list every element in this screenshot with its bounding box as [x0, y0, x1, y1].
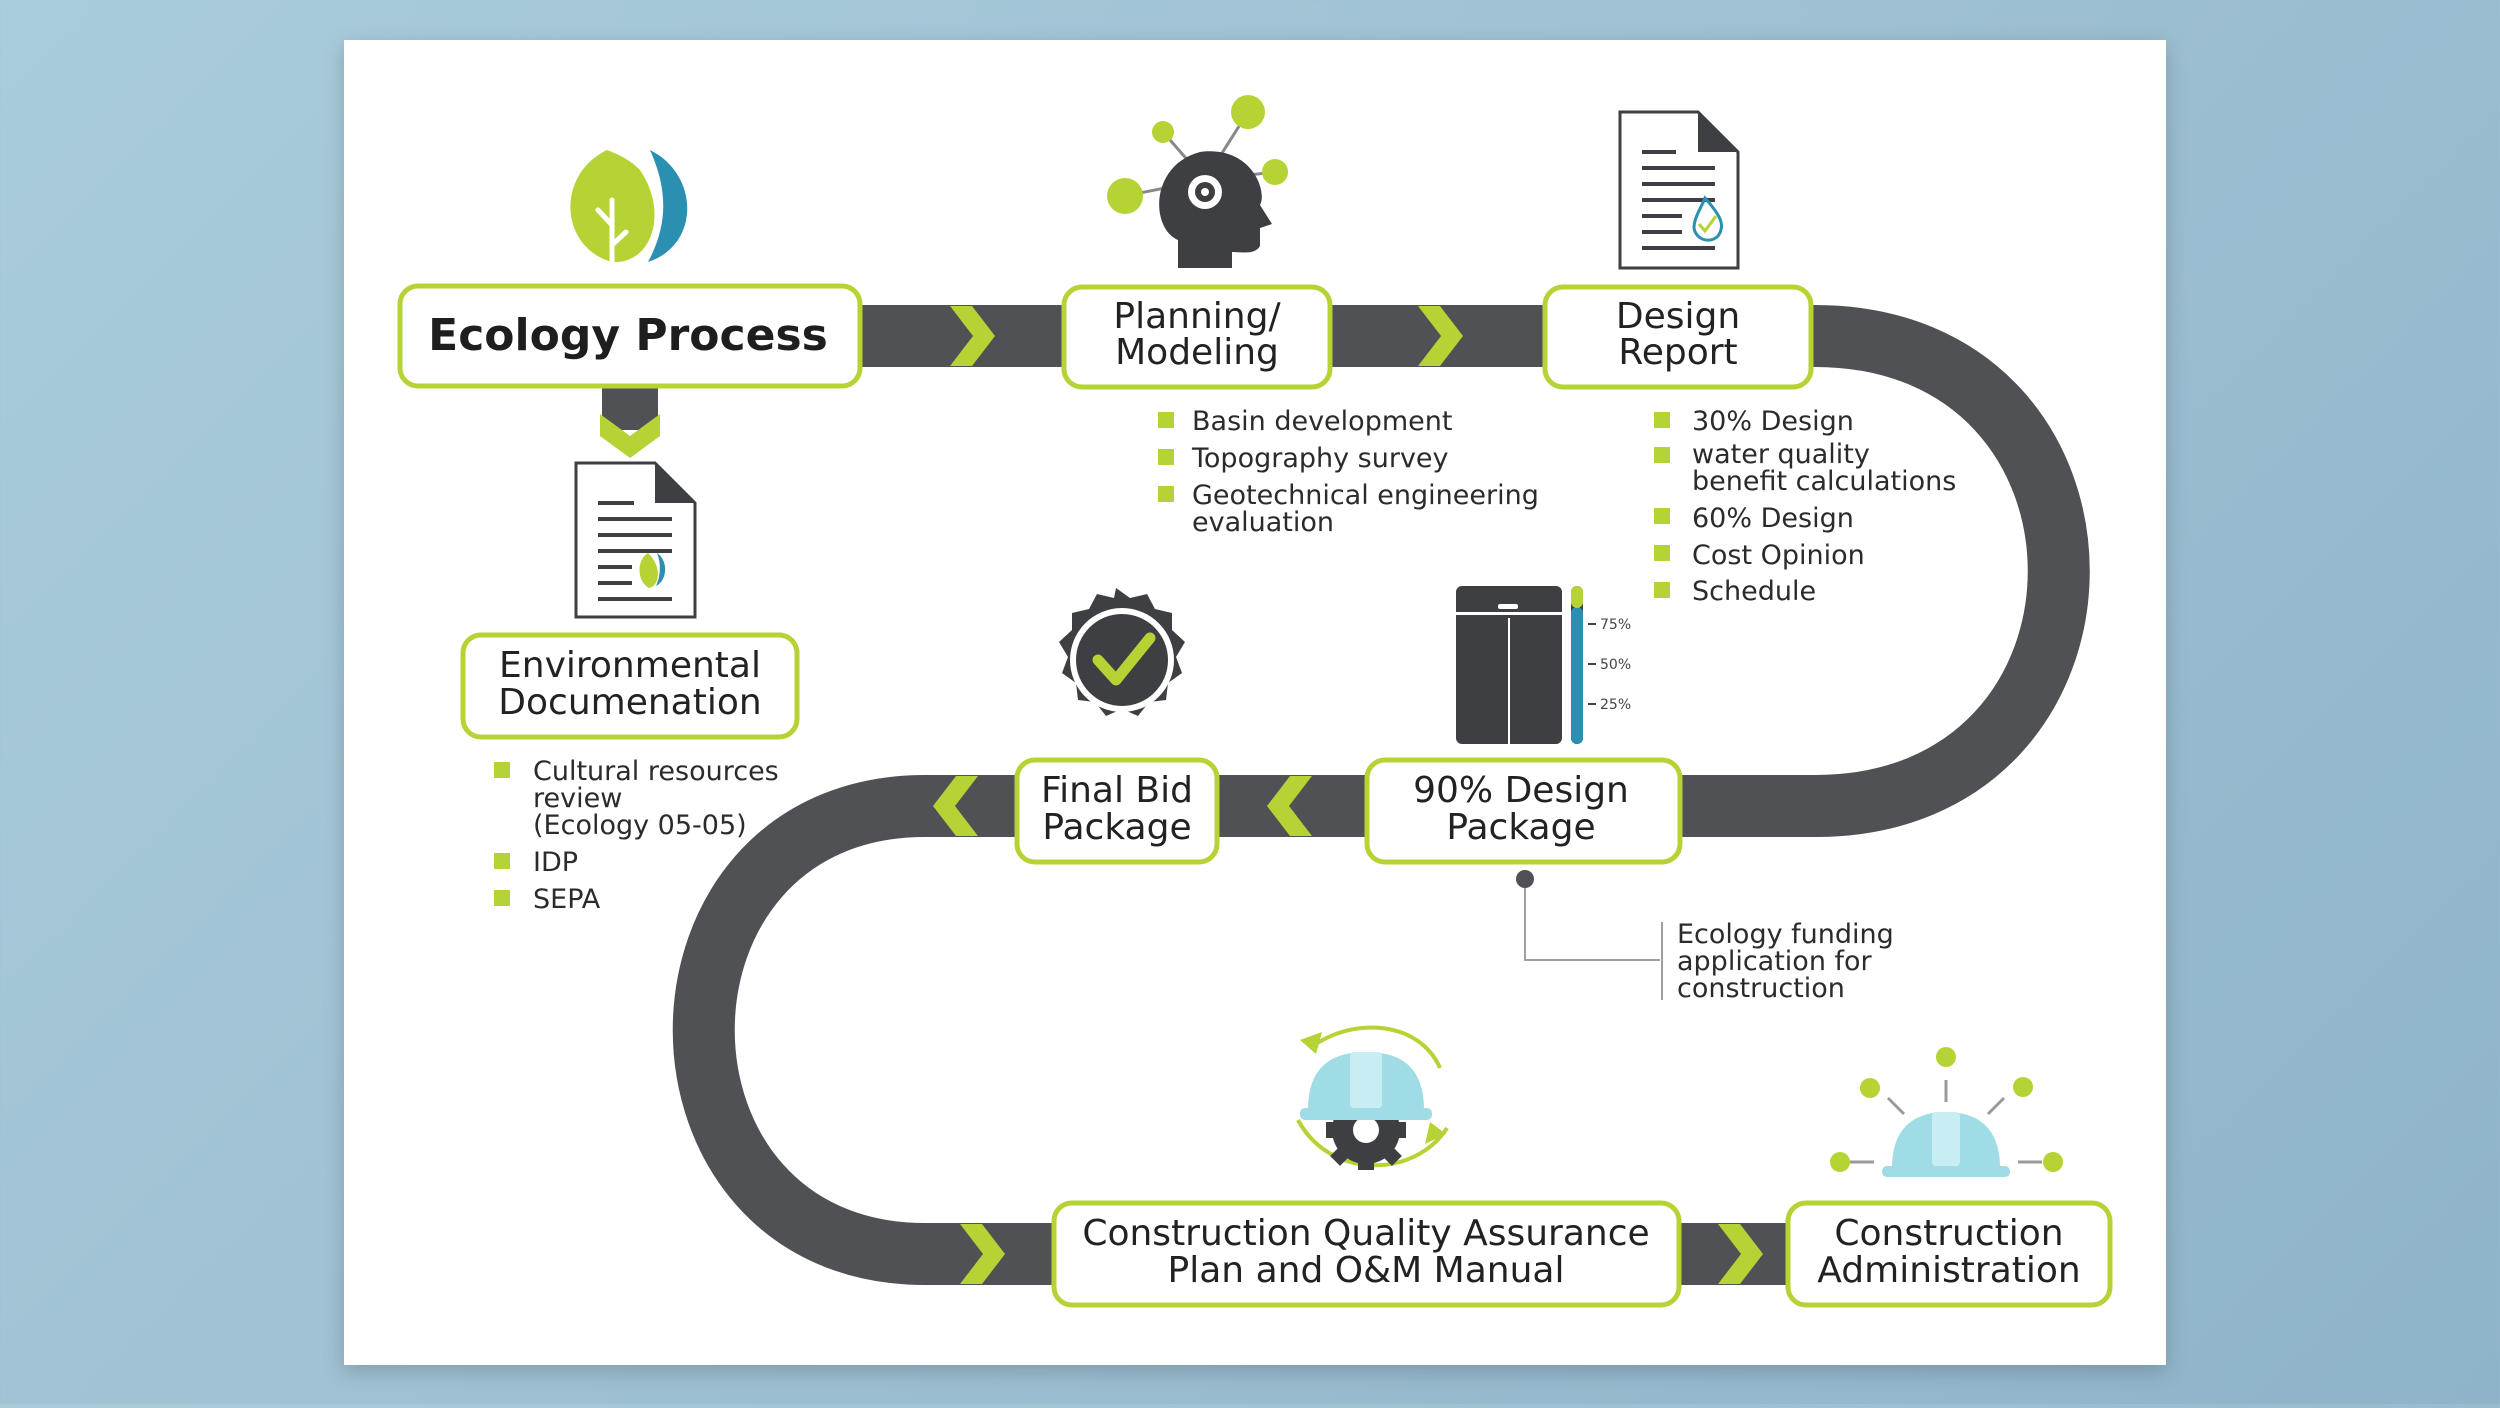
list-item: Basin development [1192, 406, 1452, 437]
step-label: Construction [1834, 1213, 2063, 1254]
callout-line [1524, 888, 1660, 961]
step-environmental-documentation: Environmental Documenation [460, 632, 800, 740]
head-gear-icon [1107, 95, 1288, 268]
chevron-left-icon [1267, 776, 1312, 836]
check-badge-icon [1059, 588, 1185, 716]
bullets-design-report: 30% Design water quality benefit calcula… [1654, 406, 1956, 607]
step-planning-modeling: Planning/ Modeling [1061, 284, 1333, 390]
bullet-marker [1654, 582, 1670, 598]
step-ecology-process: Ecology Process [397, 283, 863, 389]
list-item: water quality [1692, 439, 1870, 470]
step-final-bid-package: Final Bid Package [1014, 757, 1220, 865]
chevron-right-icon [1418, 306, 1463, 366]
step-construction-administration: Construction Administration [1785, 1200, 2113, 1308]
step-label: Final Bid [1041, 770, 1193, 811]
step-label: Plan and O&M Manual [1168, 1250, 1565, 1291]
list-item: Schedule [1692, 576, 1816, 607]
note-line: application for [1677, 946, 1873, 977]
note-line: Ecology funding [1677, 919, 1894, 950]
bullet-marker [1158, 412, 1174, 428]
gauge-label: 25% [1600, 697, 1631, 713]
note-line: construction [1677, 973, 1845, 1004]
list-item: Topography survey [1191, 443, 1449, 474]
list-item: Cultural resources [533, 756, 779, 787]
chevrons [600, 306, 1763, 1284]
step-label: Modeling [1115, 332, 1279, 373]
list-item: IDP [533, 847, 578, 878]
chevron-right-icon [1718, 1224, 1763, 1284]
bullet-marker [1654, 508, 1670, 524]
gauge-icon: 75% 50% 25% [1456, 586, 1631, 744]
list-item: 60% Design [1692, 503, 1854, 534]
step-label: Documenation [498, 682, 761, 723]
list-item: SEPA [533, 884, 601, 915]
list-item: benefit calculations [1692, 466, 1956, 497]
bullet-marker [494, 890, 510, 906]
step-label: Package [1042, 807, 1191, 848]
funding-note: Ecology funding application for construc… [1516, 870, 1894, 1004]
step-label: Construction Quality Assurance [1082, 1213, 1649, 1254]
chevron-down-icon [600, 414, 660, 458]
step-label: Environmental [499, 645, 761, 686]
list-item: 30% Design [1692, 406, 1854, 437]
helmet-gear-icon [1296, 1025, 1449, 1170]
bullet-marker [494, 762, 510, 778]
chevron-left-icon [933, 776, 978, 836]
list-item: (Ecology 05-05) [533, 810, 747, 841]
chevron-right-icon [950, 306, 995, 366]
bullets-environmental: Cultural resources review (Ecology 05-05… [494, 756, 779, 915]
step-label: Package [1446, 807, 1595, 848]
document-leaf-icon [574, 461, 697, 619]
list-item: Cost Opinion [1692, 540, 1865, 571]
chevron-right-icon [960, 1224, 1005, 1284]
step-90-design-package: 90% Design Package [1364, 757, 1683, 865]
leaf-icon [570, 150, 688, 265]
bullet-marker [494, 853, 510, 869]
bullet-marker [1654, 545, 1670, 561]
helmet-icon [1830, 1047, 2063, 1177]
step-label: Administration [1817, 1250, 2080, 1291]
step-label: Design [1616, 296, 1740, 337]
bullet-marker [1654, 447, 1670, 463]
step-design-report: Design Report [1542, 284, 1814, 390]
bullet-marker [1654, 412, 1670, 428]
gauge-label: 75% [1600, 617, 1631, 633]
step-label: Planning/ [1113, 296, 1281, 337]
list-item: Geotechnical engineering [1192, 480, 1539, 511]
callout-dot [1516, 870, 1534, 888]
page-title: Ecology Process [428, 310, 828, 361]
bullet-marker [1158, 449, 1174, 465]
list-item: review [533, 783, 622, 814]
document-water-icon [1618, 110, 1740, 270]
gauge-label: 50% [1600, 657, 1631, 673]
step-label: 90% Design [1413, 770, 1629, 811]
list-item: evaluation [1192, 507, 1334, 538]
bullets-planning: Basin development Topography survey Geot… [1158, 406, 1539, 538]
bullet-marker [1158, 486, 1174, 502]
step-construction-quality-assurance: Construction Quality Assurance Plan and … [1051, 1200, 1682, 1308]
step-label: Report [1618, 332, 1737, 373]
